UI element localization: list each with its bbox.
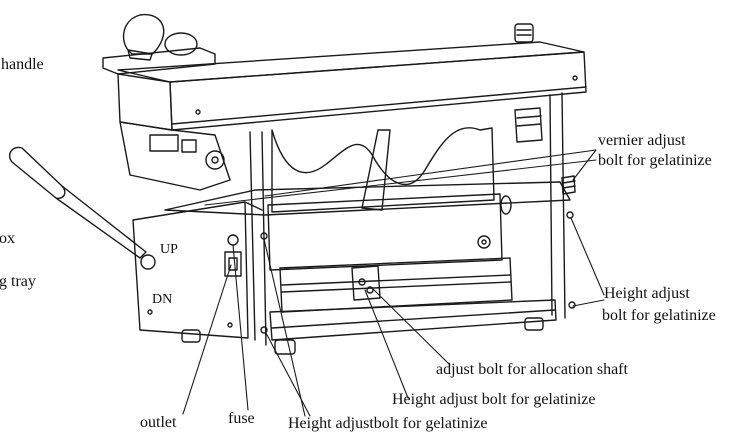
right-motor <box>514 107 543 143</box>
motor-line <box>516 115 542 119</box>
label-vernier-line1: vernier adjust <box>598 132 686 149</box>
lever-grip <box>8 146 66 200</box>
label-outlet: outlet <box>140 414 177 431</box>
side-box-edge <box>244 201 263 211</box>
vernier-thread <box>562 185 576 189</box>
leader-height-mid <box>364 289 409 399</box>
inner-frame <box>164 92 576 355</box>
side-screw <box>227 322 233 328</box>
feed-tray <box>164 181 571 216</box>
label-up: UP <box>160 242 178 257</box>
vernier-bolt <box>561 175 576 195</box>
base-plate <box>269 299 557 341</box>
leader-height-bottom-b <box>265 332 311 417</box>
head-block <box>117 73 173 131</box>
channel-rail <box>281 274 511 286</box>
motor-line <box>516 123 542 127</box>
allocation-bolt <box>366 286 374 294</box>
wave-plate <box>271 127 495 213</box>
side-screw <box>147 309 153 315</box>
outlet-socket <box>224 251 242 277</box>
leader-allocation <box>371 287 451 366</box>
fuse-holder <box>227 234 239 246</box>
frame-screw <box>195 109 201 115</box>
label-vernier-line2: bolt for gelatinize <box>598 152 712 169</box>
leader-fuse <box>232 244 249 411</box>
leader-lines <box>182 149 605 417</box>
roller <box>267 193 503 271</box>
leader-vernier-inner <box>264 149 597 197</box>
head-chip <box>149 134 179 152</box>
frame-screw <box>572 75 578 81</box>
center-bracket <box>361 129 391 211</box>
foot <box>181 329 201 343</box>
leader-height-right <box>570 217 605 296</box>
label-dn: DN <box>152 292 173 307</box>
roller-knob <box>477 235 491 249</box>
label-fuse: fuse <box>228 410 255 427</box>
label-height-mid: Height adjust bolt for gelatinize <box>392 391 596 408</box>
head-mechanism <box>119 121 231 191</box>
top-bar-upper <box>117 41 585 83</box>
foot <box>274 339 296 355</box>
top-screw-head <box>514 23 534 43</box>
leader-vernier-mid <box>204 159 597 206</box>
left-head <box>117 73 231 191</box>
height-bolt-left-low <box>260 326 268 334</box>
side-box <box>132 201 249 339</box>
label-tray-partial: g tray <box>0 273 36 290</box>
height-bolt-right <box>566 211 574 219</box>
outlet-socket-inner <box>228 257 238 271</box>
leader-height-bottom-a <box>263 238 306 417</box>
leader-vernier <box>572 149 597 181</box>
height-bolt-right-low <box>568 301 576 309</box>
top-bar-edge <box>171 86 587 125</box>
gelatinize-channel <box>279 257 513 313</box>
right-post <box>549 94 553 316</box>
label-height-bottom: Height adjustbolt for gelatinize <box>288 415 488 432</box>
vernier-thread <box>562 180 576 184</box>
lever-pivot <box>140 254 156 270</box>
base-edge <box>271 309 556 329</box>
left-side-box <box>132 201 263 339</box>
label-height-right-line1: Height adjust <box>604 285 690 302</box>
lever-arm <box>55 185 147 259</box>
channel-rail <box>281 281 511 293</box>
leader-outlet <box>182 264 232 415</box>
label-allocation: adjust bolt for allocation shaft <box>436 361 628 378</box>
head-chip <box>181 139 197 153</box>
label-height-right-line2: bolt for gelatinize <box>602 307 716 324</box>
large-knob <box>122 13 165 55</box>
small-knob <box>164 32 198 56</box>
foot <box>524 317 544 331</box>
roller-end <box>500 195 512 215</box>
head-wheel <box>205 150 225 170</box>
leader-height-right-low <box>572 299 605 307</box>
label-handle: handle <box>1 56 44 73</box>
lever-handle <box>8 146 156 270</box>
label-box-partial: ox <box>0 230 15 247</box>
roller-knob-inner <box>481 239 487 245</box>
right-post-inner <box>561 92 566 319</box>
left-post <box>249 131 256 341</box>
allocation-block <box>351 265 381 301</box>
allocation-bolt <box>358 278 366 286</box>
head-wheel-hub <box>211 156 219 164</box>
